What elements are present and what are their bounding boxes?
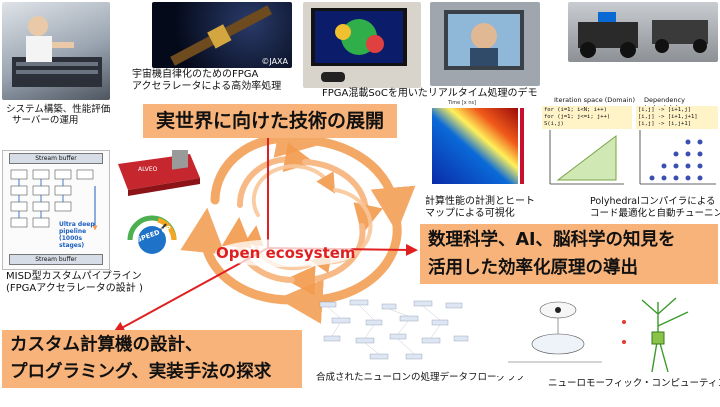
- speed-up-gauge: SPEED UP: [124, 204, 180, 254]
- pipeline-stream-buffer-top: Stream buffer: [9, 153, 103, 164]
- swirl-arrows: [180, 113, 416, 324]
- pipeline-diagram: Stream buffer Ultra deep pipeline(1000s …: [2, 150, 110, 270]
- heatmap-title: Time [x ns]: [448, 100, 477, 106]
- robot-car-photo: [568, 2, 718, 62]
- heatmap: Time [x ns]: [418, 100, 530, 192]
- banner-principles: 数理科学、AI、脳科学の知見を活用した効率化原理の導出: [420, 224, 718, 284]
- alveo-card: ALVEO: [112, 147, 204, 202]
- pipeline-note: Ultra deep pipeline(1000s stages): [59, 221, 95, 249]
- iteration-space-title: Iteration space (Domain): [554, 96, 636, 104]
- satellite-photo: ©JAXA: [152, 2, 292, 68]
- soc-demo-photo: [430, 2, 540, 86]
- jaxa-credit: ©JAXA: [261, 57, 288, 66]
- caption-system: システム構築、性能評価サーバーの運用: [6, 104, 111, 126]
- pipeline-stream-buffer-bottom: Stream buffer: [9, 254, 103, 265]
- caption-fpga-soc: FPGA混載SoCを用いたリアルタイム処理のデモ: [322, 88, 538, 99]
- pipeline-grid: [10, 169, 98, 231]
- open-ecosystem-label: Open ecosystem: [216, 244, 356, 262]
- caption-neuromorphic: ニューロモーフィック・コンピューティング: [548, 378, 720, 389]
- banner-custom-computer: カスタム計算機の設計、プログラミング、実装手法の探求: [2, 330, 302, 388]
- polyhedral-panel: Iteration space (Domain) Dependency (sch…: [540, 96, 718, 192]
- caption-neuron-graph: 合成されたニューロンの処理データフローグラフ: [316, 372, 526, 383]
- dependency-block: [i,j] -> [i+1,j][i,j] -> [i+1,j+1][i,j] …: [636, 106, 718, 129]
- alveo-label: ALVEO: [138, 166, 158, 173]
- fractal-demo-photo: [303, 2, 421, 88]
- caption-heatmap: 計算性能の計測とヒートマップによる可視化: [425, 196, 535, 219]
- neuromorphic-panel: [498, 292, 718, 376]
- neuron-dataflow-graph: [310, 296, 478, 368]
- server-photo: [2, 2, 110, 100]
- code-block: for (i=1; i<N; i++) for (j=1; j<=i; j++)…: [542, 106, 632, 129]
- caption-polyhedral: Polyhedralコンパイラによるコード最適化と自動チューニング: [590, 196, 720, 219]
- caption-misd: MISD型カスタムパイプライン(FPGAアクセラレータの設計 ): [6, 271, 143, 294]
- banner-real-world: 実世界に向けた技術の展開: [143, 104, 397, 138]
